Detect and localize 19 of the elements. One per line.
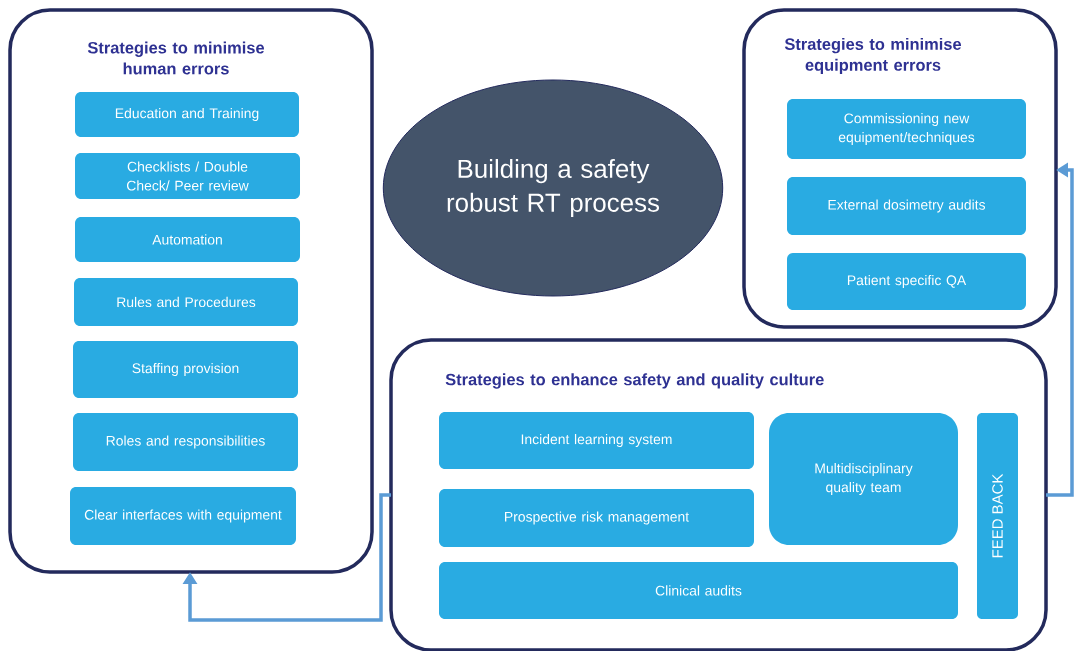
panel-heading: Strategies to enhance safety and quality culture [445, 373, 824, 389]
panel-heading: Strategies to minimise human errors [87, 41, 265, 75]
strategy-box: Clear interfaces with equipment [70, 487, 296, 545]
strategy-box: Prospective risk management [439, 489, 754, 547]
strategy-box: Staffing provision [73, 341, 298, 398]
strategy-box: Multidisciplinary quality team [769, 413, 958, 545]
strategy-box: Automation [75, 217, 300, 262]
strategy-box: Incident learning system [439, 412, 754, 469]
strategy-box: External dosimetry audits [787, 177, 1026, 235]
strategy-box: Clinical audits [439, 562, 958, 619]
strategy-box: Roles and responsibilities [73, 413, 298, 471]
arrow [182, 493, 391, 622]
strategy-box: Rules and Procedures [74, 278, 298, 326]
strategy-box: Commissioning new equipment/techniques [787, 99, 1026, 159]
strategy-box: Checklists / Double Check/ Peer review [75, 153, 300, 199]
panel-heading: Strategies to minimise equipment errors [784, 37, 962, 75]
strategy-box: Patient specific QA [787, 253, 1026, 310]
feedback-bar: FEED BACK [977, 413, 1018, 619]
strategy-box: Education and Training [75, 92, 299, 137]
